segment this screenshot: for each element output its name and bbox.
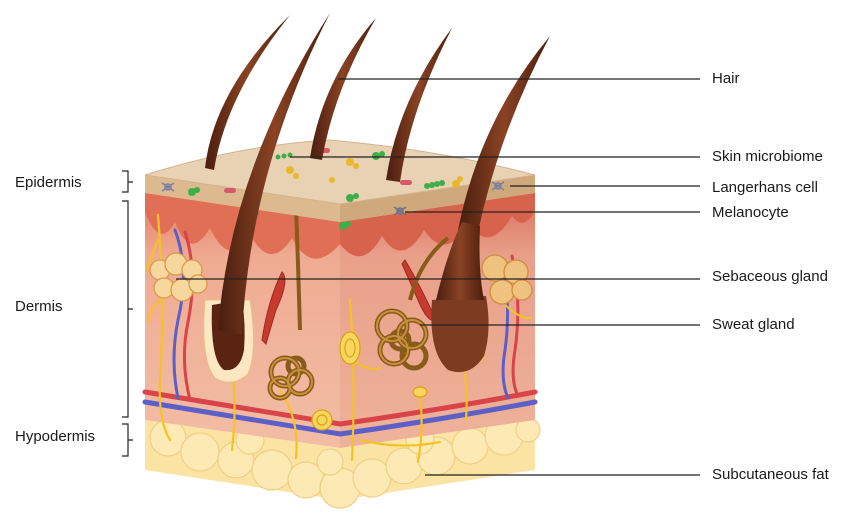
label-sebaceous-gland: Sebaceous gland [712, 268, 828, 286]
label-epidermis: Epidermis [15, 174, 82, 192]
label-hypodermis: Hypodermis [15, 428, 95, 446]
layer-brackets [122, 171, 133, 456]
label-sweat-gland: Sweat gland [712, 316, 795, 334]
label-subcutaneous-fat: Subcutaneous fat [712, 466, 829, 484]
label-dermis: Dermis [15, 298, 63, 316]
label-skin-microbiome: Skin microbiome [712, 148, 823, 166]
label-melanocyte: Melanocyte [712, 204, 789, 222]
label-langerhans-cell: Langerhans cell [712, 179, 818, 197]
label-hair: Hair [712, 70, 740, 88]
